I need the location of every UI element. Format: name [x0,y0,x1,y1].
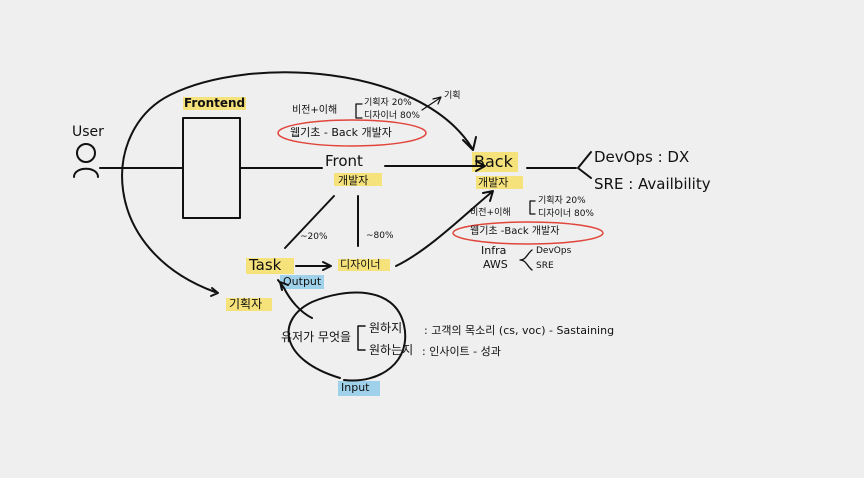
back-aws: AWS [483,258,508,271]
front-side-note: 기획 [444,91,461,101]
back-sub-highlight [476,176,523,189]
task-label: Task [249,256,282,274]
front-planner-pct: 기획자 20% [364,98,412,108]
devops-dx-label: DevOps : DX [594,148,690,166]
front-notes-bracket [355,103,363,119]
front-web-basics: 웹기초 - Back 개발자 [290,126,392,139]
user-head-icon [76,143,96,163]
front-designer-pct: 디자이너 80% [364,111,420,121]
sre-availability-label: SRE : Availbility [594,175,711,193]
needs-bracket [357,325,366,351]
planner-tick [210,287,219,297]
front-vision-note: 비전+이해 [292,105,338,116]
needs-stem: 유저가 무엇을 [281,330,352,344]
front-sub-label: 개발자 [338,174,369,187]
back-label: Back [474,152,513,171]
planner-highlight [226,298,272,311]
side-note-arrow [421,96,442,111]
planner-label: 기획자 [229,297,263,311]
back-web-basics: 웹기초 -Back 개발자 [470,226,560,237]
needs-not-want-detail: : 인사이트 - 성과 [422,345,501,358]
input-highlight [338,381,380,396]
designer-highlight [338,259,390,271]
task-to-designer-arrow [295,261,332,271]
back-devops: DevOps [536,246,572,256]
user-body-icon [73,167,99,178]
back-designer-pct: 디자이너 80% [538,209,594,219]
back-sre: SRE [536,261,554,271]
back-notes-bracket [529,200,536,215]
input-label: Input [341,381,370,394]
task-to-front-line [284,195,335,249]
ops-branch-bracket [577,151,592,179]
needs-not-want: 원하는지 [369,343,414,357]
task-front-percent: ~20% [300,232,328,242]
back-planner-pct: 기획자 20% [538,196,586,206]
back-vision-note: 비전+이해 [470,208,511,218]
front-highlight [334,173,382,186]
output-highlight [280,275,324,289]
input-loop-arrow [277,279,407,382]
frontend-highlight [183,97,246,110]
task-highlight [246,258,294,274]
planner-loop-arrow [121,71,477,293]
back-web-basics-circle [452,221,604,245]
designer-front-percent: ~80% [366,231,394,241]
needs-want-detail: : 고객의 목소리 (cs, voc) - Sastaining [424,324,615,337]
infra-bracket [519,249,533,271]
designer-to-back-arrow [395,190,494,267]
needs-want: 원하지 [369,321,403,335]
frontend-label: Frontend [184,96,246,110]
back-infra: Infra [481,244,507,257]
front-label: Front [325,152,363,170]
front-to-back-arrow [384,160,486,172]
back-sub-label: 개발자 [478,176,509,189]
user-label: User [72,124,104,140]
output-label: Output [283,275,322,288]
front-web-basics-circle [277,119,427,147]
frontend-box [182,117,241,219]
designer-label: 디자이너 [340,258,381,271]
